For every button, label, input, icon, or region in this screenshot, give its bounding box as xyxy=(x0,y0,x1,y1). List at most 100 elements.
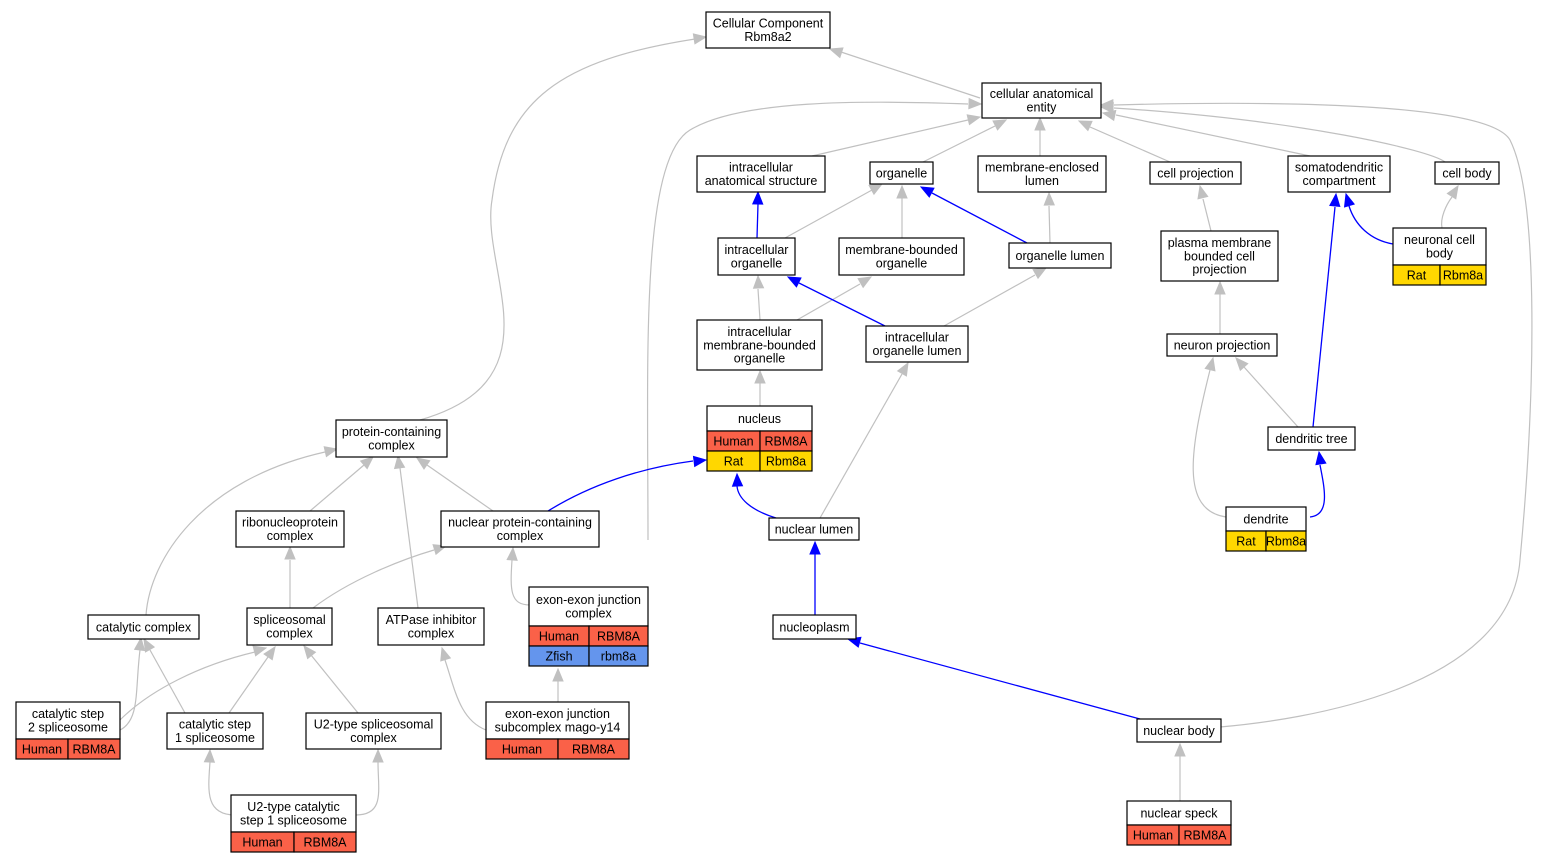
node-box xyxy=(230,794,357,833)
edge-arrowhead xyxy=(1446,184,1459,200)
node-label: ribonucleoprotein xyxy=(242,516,338,530)
edge-arrowhead xyxy=(1077,120,1093,132)
gene-label: RBM8A xyxy=(303,836,347,850)
edges-layer xyxy=(119,33,1533,816)
node-orglumen[interactable]: organelle lumen xyxy=(1008,242,1112,269)
node-nucbody[interactable]: nuclear body xyxy=(1136,718,1222,743)
gene-label: Rbm8a xyxy=(1266,535,1306,549)
species-label: Rat xyxy=(1407,269,1427,283)
gene-cell xyxy=(1439,264,1487,286)
edge xyxy=(355,761,380,816)
edge-arrowhead xyxy=(731,472,744,487)
edge-arrowhead xyxy=(968,97,983,110)
edge-arrowhead xyxy=(919,186,935,198)
edge xyxy=(1048,205,1051,244)
edge-arrowhead xyxy=(752,274,765,289)
gene-cell xyxy=(588,645,649,667)
node-label: body xyxy=(1426,246,1454,260)
node-organelle[interactable]: organelle xyxy=(869,161,934,185)
node-neuproj[interactable]: neuron projection xyxy=(1166,333,1278,357)
node-box xyxy=(838,237,965,276)
edge xyxy=(1441,196,1453,229)
node-label: nucleoplasm xyxy=(779,620,849,634)
edge xyxy=(547,460,694,512)
edge-arrowhead xyxy=(252,645,268,657)
node-box xyxy=(1287,155,1391,193)
node-label: Cellular Component xyxy=(713,17,824,31)
node-label: 1 spliceosome xyxy=(175,731,255,745)
edge-arrowhead xyxy=(372,748,384,763)
node-cellbody[interactable]: cell body xyxy=(1434,161,1500,185)
node-label: lumen xyxy=(1025,174,1059,188)
edge xyxy=(819,373,903,519)
gene-label: rbm8a xyxy=(601,650,636,664)
edge-arrowhead xyxy=(692,455,708,468)
node-label: catalytic step xyxy=(32,707,104,721)
node-label: intracellular xyxy=(885,331,949,345)
gene-cell xyxy=(759,450,813,472)
edge xyxy=(426,464,494,512)
gene-cell xyxy=(557,738,630,760)
edge-arrowhead xyxy=(754,369,766,384)
edge-arrowhead xyxy=(1043,191,1055,206)
node-label: dendritic tree xyxy=(1275,432,1347,446)
node-label: subcomplex mago-y14 xyxy=(495,720,621,734)
node-box xyxy=(977,155,1107,193)
edge xyxy=(312,549,435,609)
species-label: Human xyxy=(242,836,282,850)
node-label: spliceosomal xyxy=(253,613,325,627)
edge-arrowhead xyxy=(692,33,708,45)
node-label: nuclear speck xyxy=(1140,806,1218,820)
node-box xyxy=(305,712,442,750)
node-label: intracellular xyxy=(725,243,789,257)
edge xyxy=(119,651,256,721)
node-label: membrane-bounded xyxy=(703,338,816,352)
edge xyxy=(784,189,873,239)
edge xyxy=(309,464,365,512)
node-nuclumen[interactable]: nuclear lumen xyxy=(768,517,860,541)
node-box xyxy=(696,319,823,371)
edge-arrowhead xyxy=(506,546,518,561)
node-label: membrane-bounded xyxy=(845,243,958,257)
node-label: membrane-enclosed xyxy=(985,161,1099,175)
node-box xyxy=(1267,426,1356,451)
edge-arrowhead xyxy=(751,190,764,205)
edge xyxy=(736,485,777,519)
edge-arrowhead xyxy=(263,645,276,661)
node-label: complex xyxy=(565,606,612,620)
species-label: Rat xyxy=(724,455,744,469)
edge-arrowhead xyxy=(786,276,802,288)
node-cellproj[interactable]: cell projection xyxy=(1149,161,1242,185)
node-catcomplex[interactable]: catalytic complex xyxy=(87,614,200,640)
node-dendtree[interactable]: dendritic tree xyxy=(1267,426,1356,451)
node-label: nuclear lumen xyxy=(775,522,854,536)
node-box xyxy=(235,510,345,548)
node-nucleoplasm[interactable]: nucleoplasm xyxy=(772,614,857,640)
